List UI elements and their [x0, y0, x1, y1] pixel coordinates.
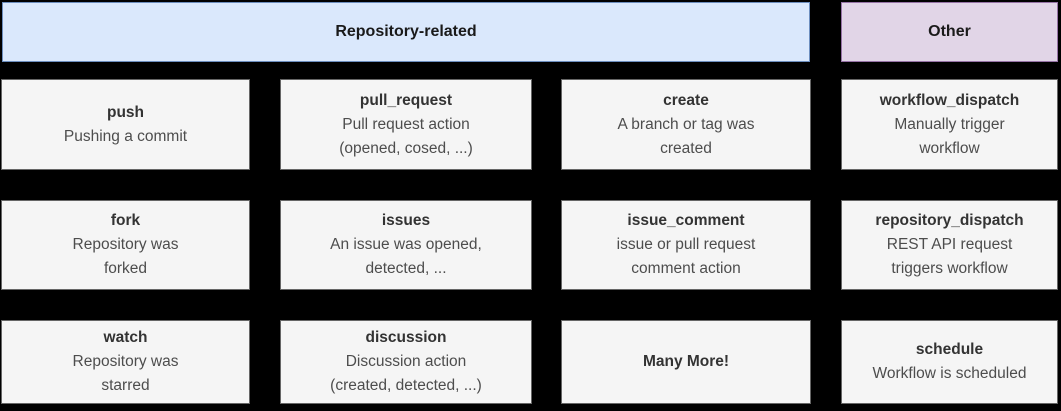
- event-description: Pull request action (opened, cosed, ...): [339, 115, 473, 157]
- event-card-push: push Pushing a commit: [1, 79, 250, 170]
- event-title: Many More!: [642, 353, 730, 370]
- event-card-discussion: discussion Discussion action (created, d…: [280, 320, 532, 404]
- event-title: watch: [103, 329, 148, 346]
- event-card-schedule: schedule Workflow is scheduled: [841, 320, 1058, 404]
- event-description: An issue was opened, detected, ...: [330, 236, 482, 277]
- event-card-create: create A branch or tag was created: [561, 79, 811, 170]
- event-title: fork: [110, 212, 141, 229]
- event-description: A branch or tag was created: [617, 115, 755, 157]
- event-title: discussion: [365, 329, 447, 346]
- header-other: Other: [841, 2, 1058, 62]
- event-description: Pushing a commit: [63, 127, 188, 145]
- header-other-label: Other: [928, 23, 971, 40]
- header-repository-related-label: Repository-related: [335, 23, 477, 40]
- event-title: issue_comment: [627, 212, 745, 229]
- event-card-fork: fork Repository was forked: [1, 200, 250, 290]
- event-description: Workflow is scheduled: [872, 365, 1027, 382]
- event-description: Repository was starred: [72, 353, 179, 394]
- event-title: create: [663, 91, 709, 109]
- event-card-workflow-dispatch: workflow_dispatch Manually trigger workf…: [841, 79, 1058, 170]
- event-card-issue-comment: issue_comment issue or pull request comm…: [561, 200, 811, 290]
- event-title: push: [106, 103, 145, 121]
- event-title: workflow_dispatch: [879, 91, 1020, 109]
- event-description: Repository was forked: [72, 236, 179, 277]
- event-description: issue or pull request comment action: [616, 236, 756, 277]
- event-title: issues: [381, 212, 431, 229]
- header-repository-related: Repository-related: [2, 2, 810, 62]
- event-card-pull-request: pull_request Pull request action (opened…: [280, 79, 532, 170]
- event-title: schedule: [915, 341, 984, 358]
- event-title: repository_dispatch: [875, 212, 1024, 229]
- event-title: pull_request: [359, 91, 453, 109]
- event-card-issues: issues An issue was opened, detected, ..…: [280, 200, 532, 290]
- event-card-repository-dispatch: repository_dispatch REST API request tri…: [841, 200, 1058, 290]
- card-many-more: Many More!: [561, 320, 811, 404]
- event-description: Discussion action (created, detected, ..…: [330, 353, 482, 394]
- event-card-watch: watch Repository was starred: [1, 320, 250, 404]
- event-description: Manually trigger workflow: [894, 115, 1005, 157]
- event-description: REST API request triggers workflow: [886, 236, 1013, 277]
